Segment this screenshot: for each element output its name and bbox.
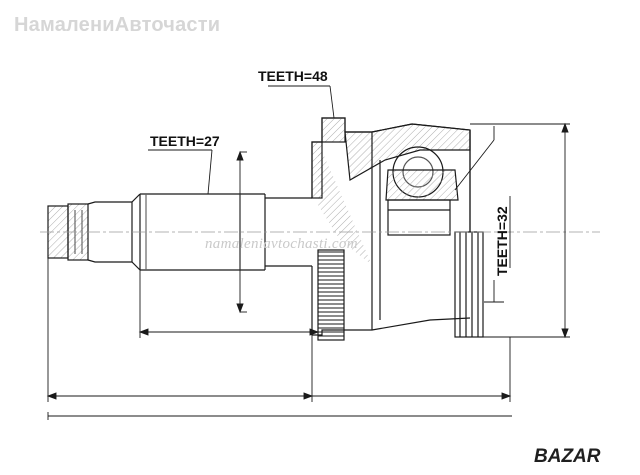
leader-lines [148,85,504,303]
outer-housing [311,117,471,336]
outer-spline-teeth-label: TEETH=27 [150,133,220,149]
ball-cage [385,146,459,236]
inner-spline-stack [454,130,484,338]
abs-ring [317,249,345,341]
dimension-lines [46,122,570,420]
bazar-logo: BAZAR [534,446,601,467]
site-watermark-center: namaleniavtochasti.com [205,236,358,252]
inner-spline-teeth-label: TEETH=32 [494,206,510,276]
shaft-spline-end [47,193,141,271]
abs-ring-teeth-label: TEETH=48 [258,68,328,84]
site-watermark-top: НамалениАвточасти [14,14,221,36]
